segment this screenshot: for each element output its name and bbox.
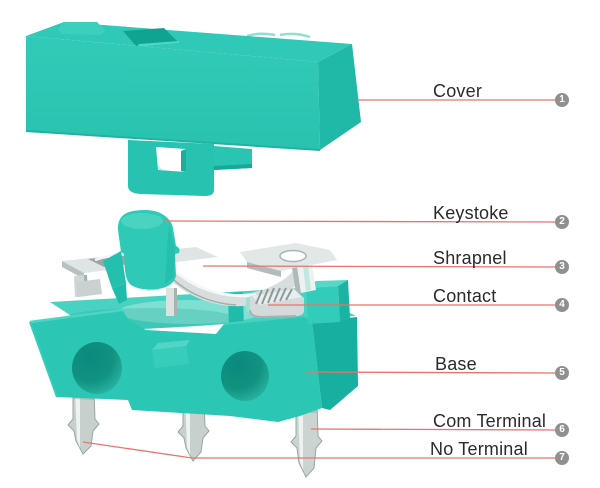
label-no-terminal: No Terminal: [430, 439, 528, 459]
badge-1: 1: [555, 93, 569, 107]
label-cover: Cover: [433, 81, 483, 101]
label-base: Base: [435, 354, 477, 374]
badge-3: 3: [555, 260, 569, 274]
cover-emboss-mark: [246, 32, 311, 39]
com-terminal-graphic: [290, 403, 323, 478]
base-graphic: [29, 280, 358, 478]
leader-keystroke: [162, 220, 556, 223]
badge-4: 4: [555, 298, 569, 312]
no-terminal-left-graphic: [67, 390, 100, 455]
badge-7: 7: [555, 451, 569, 465]
badge-6: 6: [555, 423, 569, 437]
leader-base: [305, 371, 556, 374]
label-com-terminal: Com Terminal: [433, 411, 547, 431]
badge-2: 2: [555, 215, 569, 229]
contact-graphic: [246, 287, 304, 319]
keystroke-graphic: [103, 210, 180, 304]
leader-shrapnel: [202, 265, 556, 268]
cover-graphic: [25, 22, 361, 196]
badge-5: 5: [555, 366, 569, 380]
leader-no-terminal: [82, 441, 555, 459]
label-contact: Contact: [433, 286, 497, 306]
leader-lines: [82, 99, 556, 459]
leader-com-terminal: [310, 428, 556, 431]
label-shrapnel: Shrapnel: [433, 248, 507, 268]
label-keystroke: Keystoke: [433, 203, 509, 223]
